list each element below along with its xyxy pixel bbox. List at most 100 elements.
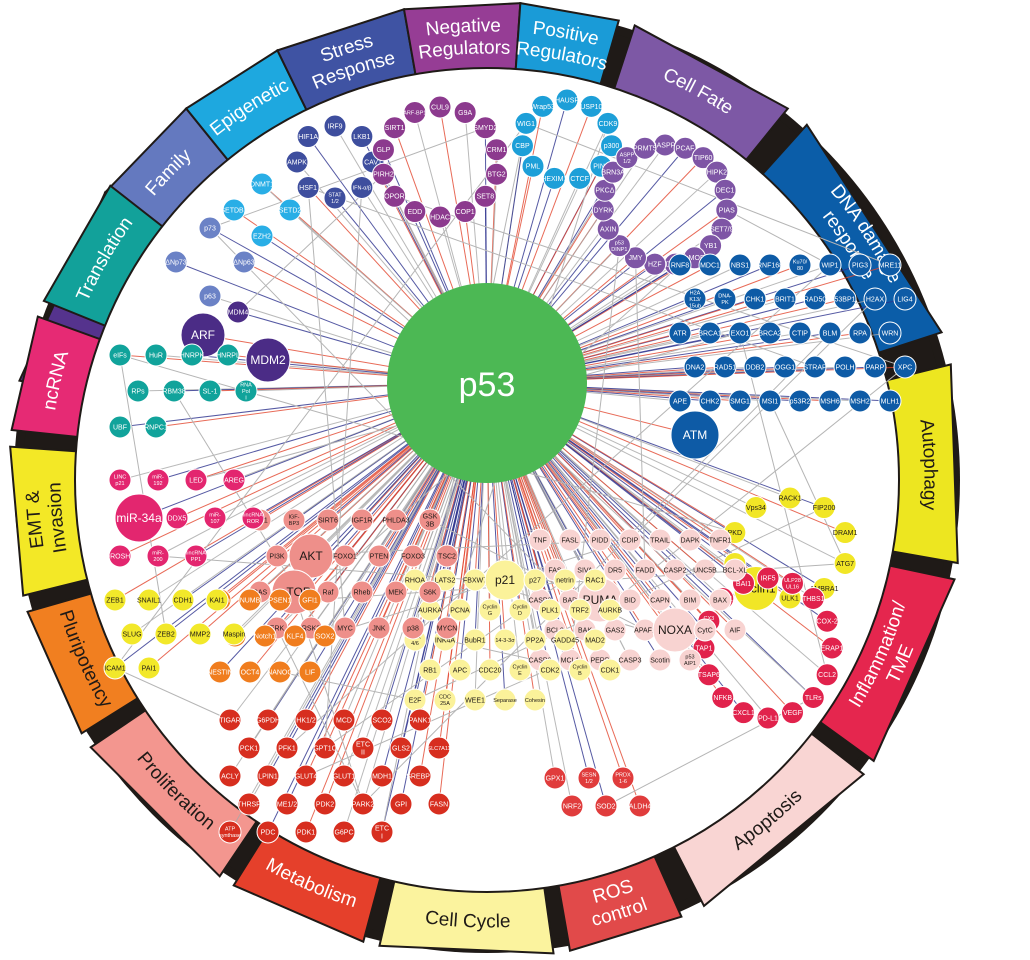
node-netrin-circle [553,568,577,592]
edge-cross [726,209,831,266]
node-rack1: RACK1 [778,486,802,510]
node-pig3-circle [848,253,872,277]
node-mdm2-circle [245,337,291,383]
node-ogg1: OGG1 [773,355,797,379]
node-apc-label: APC [453,667,467,674]
node-me1-2-label: ME1/2 [277,801,297,808]
node-aspp-1-2-circle [615,146,639,170]
node-igf1r-label: IGF1R [352,517,373,524]
node-lkb1-circle [350,125,374,149]
node-casp3-label: CASP3 [619,657,642,664]
node-kai1-circle [205,588,229,612]
node-cdc-25a-circle [433,688,457,712]
node-brca1-circle [698,321,722,345]
node-exo1-label: EXO1 [731,330,750,337]
node-p27-label: p27 [529,577,541,584]
node-cul9-label: CUL9 [431,104,449,111]
node-glp-circle [371,138,395,162]
node-ifn-label: IFN-α/β [353,185,372,191]
node-dna-pk: DNA-PK [713,287,737,311]
node-arf-bp1: ARF-BP1 [403,100,426,124]
node-bcl-xl: BCL-XL [723,558,747,582]
node-etc-ii-label: II [361,749,365,756]
node-separase: Separase [493,688,517,712]
node-aldh4-label: ALDH4 [629,803,652,810]
node-phlda3-circle [384,508,408,532]
node-trf2-label: TRF2 [571,607,589,614]
node-ctcf: CTCF [568,166,592,190]
node-rps-label: RPs [131,388,145,395]
node-thrsp: THRSP [237,792,261,816]
node-g9a: G9A [453,100,477,124]
node-cdc20: CDC20 [478,658,502,682]
node-dyrk: DYRK [591,198,615,222]
node-bcl-xl-circle [723,558,747,582]
node-aurkb-label: AURKB [598,607,622,614]
node-icam1: ICAM1 [103,656,127,680]
node-tigar-circle [218,708,242,732]
edge-cross [769,400,846,564]
node-edd: EDD [403,200,427,224]
node-nrf2-label: NRF2 [563,803,581,810]
node-rpa-circle [848,321,872,345]
node-prmt5-circle [633,136,657,160]
node-glut1-label: GLUT1 [333,773,356,780]
node-pank1-circle [408,708,432,732]
node-tsap6: TSAP6 [697,663,721,687]
node-pdc-circle [256,820,280,844]
node-irf5: IRF5 [756,566,780,590]
node-tnfr1-label: TNFR1 [709,537,732,544]
node-h2a-k13-15ub-label: K13/ [689,297,701,303]
node-fadd: FADD [633,558,657,582]
node-set7-9-label: SET7/9 [710,227,733,234]
node-acly-circle [218,764,242,788]
node-mdm4-circle [226,300,250,324]
node-exo1-circle [728,321,752,345]
node-dr5-label: DR5 [608,567,622,574]
node-aif-circle [723,618,747,642]
node-ddx5: DDX5 [165,506,189,530]
node-irf9-label: IRF9 [327,123,342,130]
node-blm: BLM [818,321,842,345]
node-strap: STRAP [803,355,827,379]
node-igf-bp3-label: IGF- [289,515,300,521]
node-mek-circle [384,580,408,604]
node-atp-synthase-circle [218,820,242,844]
node-mir-34a-circle [114,493,164,543]
node-hzf: HZF [643,252,667,276]
node-rna-pol-i-label: RNA [240,382,252,388]
node-etc-i-label: I [381,833,383,840]
node-irf5-circle [756,566,780,590]
node-cox-2: COX-2 [815,609,839,633]
edge-cross [362,332,831,805]
node-bid: BID [618,588,642,612]
node-chk1: CHK1 [743,287,767,311]
node-separase-circle [493,688,517,712]
node-atp-synthase-label: ATP [225,827,236,833]
node-cyclin-e-label: E [518,671,522,677]
node-tlrs-label: TLRs [805,695,822,702]
node-irf5-label: IRF5 [760,575,775,582]
node-p63-circle [198,284,222,308]
node-pdk1-circle [294,820,318,844]
node-gls2-label: GLS2 [392,745,410,752]
node-msh6-circle [818,389,842,413]
node-netrin-label: netrin [556,577,574,584]
node-sco2-label: SCO2 [372,717,391,724]
node-setdb1-circle [222,198,246,222]
node-mir-192-circle [146,468,170,492]
node-mir-107: miR-107 [203,506,227,530]
node-glut4-label: GLUT4 [295,773,318,780]
node-rbm38-circle [162,379,186,403]
node-fip200: FIP200 [812,496,836,520]
node-pidd: PIDD [588,528,612,552]
node-bubr1-circle [463,628,487,652]
node-rna-pol-i-label: I [245,395,247,401]
node-cdc-25a-label: 25A [440,701,450,707]
node-nestin-circle [208,660,232,684]
node-pirh2: PIRH2 [371,162,395,186]
node-gpx1: GPX1 [543,766,567,790]
node-psen1-circle [268,588,292,612]
node-dnmt1-label: DNMT1 [250,181,274,188]
